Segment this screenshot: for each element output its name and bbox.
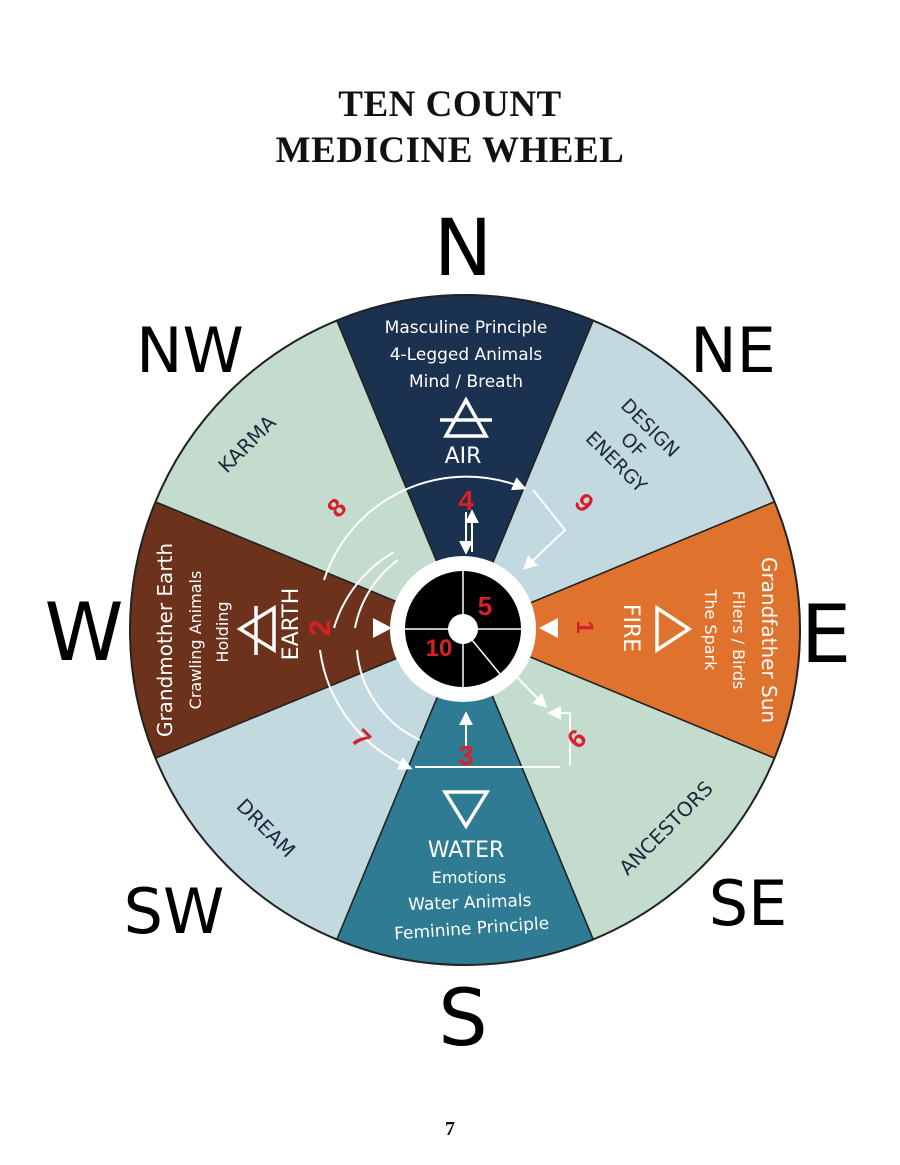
- east-line-3: The Spark: [701, 589, 720, 672]
- west-text: Grandmother Earth Crawling Animals Holdi…: [153, 543, 304, 737]
- south-line-2: Water Animals: [408, 891, 532, 915]
- path-9-to-center: [522, 489, 567, 570]
- title-line-1: TEN COUNT: [338, 84, 562, 125]
- air-symbol-icon: [440, 396, 492, 438]
- south-text: WATER Emotions Water Animals Feminine Pr…: [394, 790, 550, 944]
- east-element: FIRE: [618, 604, 643, 652]
- path-2-to-arc: [333, 551, 395, 629]
- path-arc-lower: [319, 649, 413, 771]
- count-number-4: 4: [458, 485, 474, 516]
- path-inner-left: [354, 559, 399, 629]
- count-number-2: 2: [304, 620, 337, 637]
- count-number-5: 5: [478, 591, 492, 621]
- east-text: Grandfather Sun Fliers / Birds The Spark…: [618, 557, 781, 723]
- north-line-3: Mind / Breath: [409, 372, 523, 392]
- compass-se: SE: [709, 867, 788, 940]
- count-flow-paths: [319, 475, 571, 771]
- page-number: 7: [445, 1118, 455, 1140]
- north-element: AIR: [445, 444, 482, 469]
- fire-symbol-icon: [655, 604, 693, 654]
- path-8-to-9: [323, 475, 527, 581]
- east-line-1: Grandfather Sun: [757, 557, 781, 723]
- path-6: [511, 671, 547, 709]
- count-number-1: 1: [571, 620, 598, 633]
- compass-nw: NW: [136, 314, 244, 387]
- center-hub: [390, 556, 536, 702]
- south-element: WATER: [428, 838, 505, 863]
- pointer-east: [539, 618, 558, 638]
- compass-ne: NE: [690, 314, 776, 387]
- path-inner-lower: [356, 649, 421, 741]
- west-line-1: Grandmother Earth: [153, 543, 177, 737]
- pointer-west: [373, 618, 392, 638]
- path-lower-right: [547, 706, 571, 765]
- east-line-2: Fliers / Birds: [729, 591, 748, 690]
- west-element: EARTH: [279, 588, 304, 661]
- earth-symbol-icon: [236, 604, 276, 655]
- compass-e: E: [801, 588, 852, 681]
- count-number-3: 3: [458, 740, 474, 771]
- pointer-triangles: [373, 618, 558, 638]
- compass-s: S: [438, 974, 488, 1064]
- north-line-1: Masculine Principle: [385, 318, 548, 338]
- west-line-3: Holding: [213, 601, 232, 662]
- compass-w: W: [44, 586, 123, 679]
- south-line-1: Emotions: [432, 868, 506, 887]
- title-line-2: MEDICINE WHEEL: [275, 130, 625, 171]
- water-symbol-icon: [441, 790, 491, 830]
- compass-labels: N NE E SE S SW W NW: [44, 204, 851, 1064]
- north-text: Masculine Principle 4-Legged Animals Min…: [385, 318, 548, 469]
- count-number-10: 10: [426, 635, 453, 662]
- compass-sw: SW: [124, 875, 225, 948]
- compass-n: N: [434, 204, 492, 294]
- north-line-2: 4-Legged Animals: [390, 345, 543, 365]
- west-line-2: Crawling Animals: [186, 571, 205, 710]
